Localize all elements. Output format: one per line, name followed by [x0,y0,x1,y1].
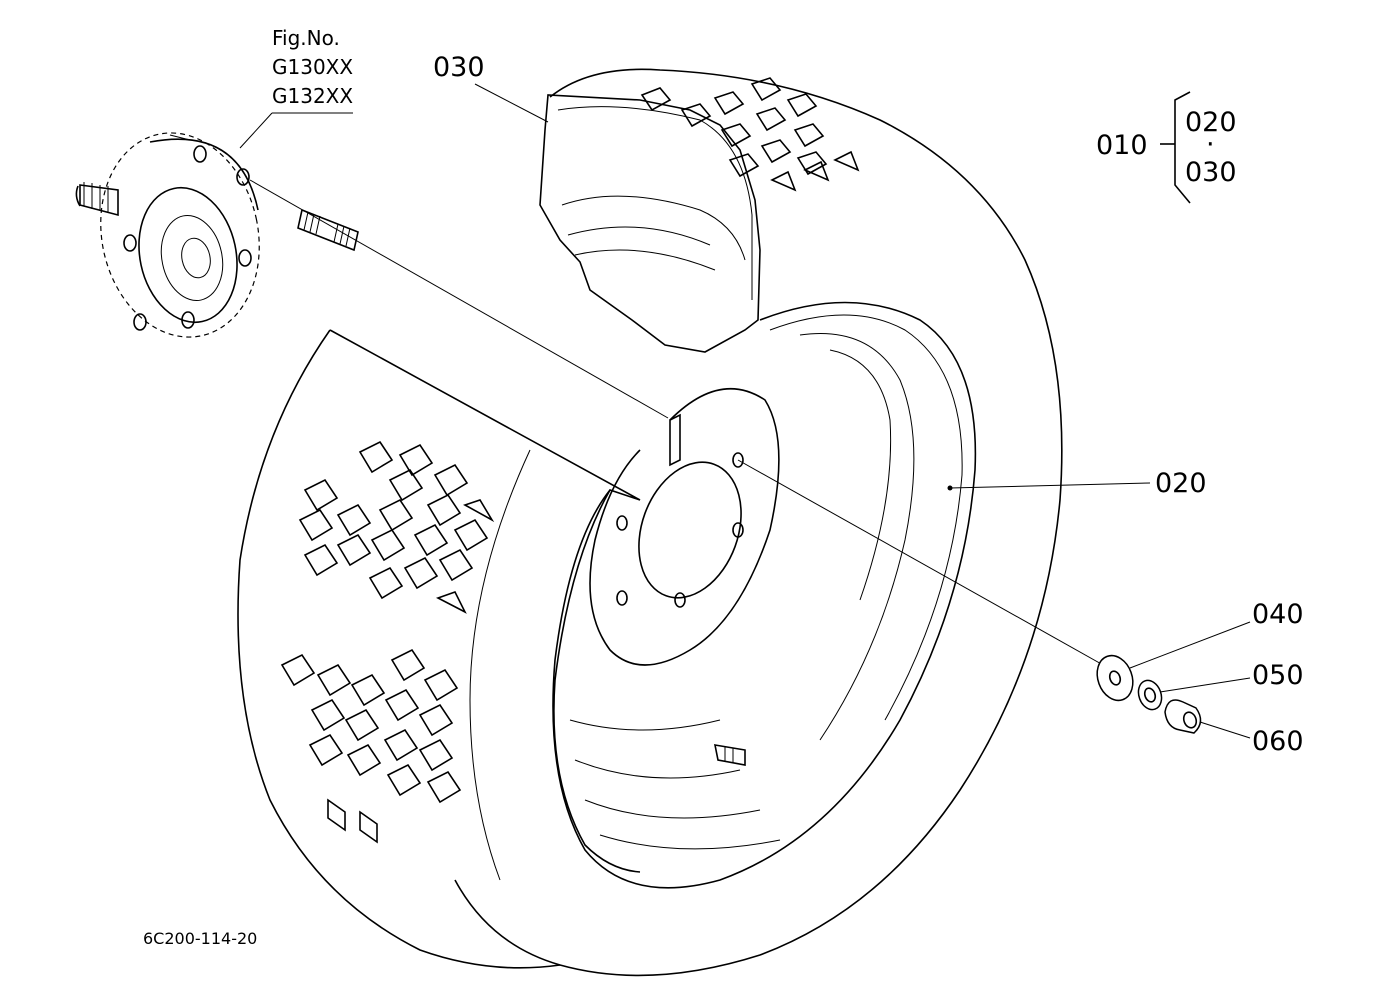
leader-040 [1129,621,1251,669]
callout-040: 040 [1252,599,1304,630]
stud-bolt [297,208,359,252]
leader-050 [1159,677,1251,693]
nut-060 [1164,699,1202,734]
drawing-number: 6C200-114-20 [143,929,257,948]
washer-040 [1096,654,1134,702]
fig-ref-2: G132XX [272,84,353,108]
tire-030 [237,68,1063,977]
leader-020 [949,482,1151,489]
group-callout-020: 020 [1185,107,1237,138]
leader-030 [474,83,549,123]
axle-flange-hub [75,132,260,338]
group-separator: · [1206,129,1215,160]
callout-020: 020 [1155,468,1207,499]
leader-020-dot [947,485,953,491]
leader-060 [1199,721,1251,739]
callout-060: 060 [1252,726,1304,757]
rim-020 [552,301,977,889]
callout-050: 050 [1252,660,1304,691]
lock-washer-050 [1137,679,1163,711]
callout-030: 030 [433,52,485,83]
leader-fig-ref [239,112,353,149]
fig-no-label: Fig.No. [272,26,340,50]
fig-ref-1: G130XX [272,55,353,79]
assembly-centerline-nut [737,459,1113,671]
group-bracket [1174,91,1191,204]
callout-010: 010 [1096,130,1148,161]
assembly-centerline-stud [249,179,669,419]
group-callout-030: 030 [1185,157,1237,188]
